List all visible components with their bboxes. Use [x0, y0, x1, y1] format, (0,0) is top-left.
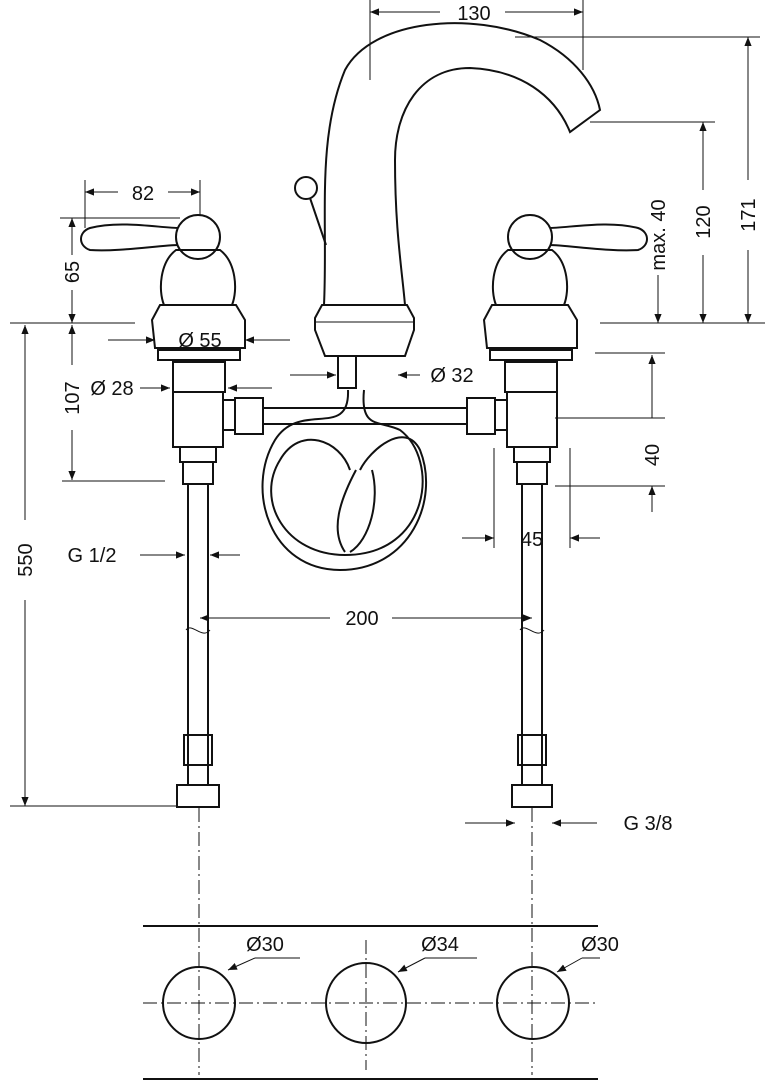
- right-valve: [466, 214, 648, 485]
- dim-107: 107: [62, 381, 84, 414]
- hole-label-centre: Ø34: [421, 934, 459, 956]
- mounting-holes: Ø30 Ø34 Ø30: [162, 934, 619, 1044]
- dim-diameter-28: Ø 28: [90, 378, 133, 400]
- dim-max-40: max. 40: [648, 199, 670, 270]
- dim-82: 82: [132, 183, 154, 205]
- dim-200: 200: [345, 608, 378, 630]
- left-valve: [80, 214, 264, 485]
- hole-label-right: Ø30: [581, 934, 619, 956]
- spout: [294, 22, 602, 389]
- dim-130: 130: [457, 3, 490, 25]
- hole-label-left: Ø30: [246, 934, 284, 956]
- dim-g-3-8: G 3/8: [624, 813, 673, 835]
- hole-right: [496, 966, 570, 1040]
- dimension-lines: [10, 0, 765, 1080]
- hole-centre: [325, 962, 407, 1044]
- dim-diameter-55: Ø 55: [178, 330, 221, 352]
- connecting-hose: [261, 389, 467, 572]
- dim-550: 550: [15, 543, 37, 576]
- dim-45: 45: [521, 529, 543, 551]
- dim-40: 40: [642, 444, 664, 466]
- dim-120: 120: [693, 205, 715, 238]
- hole-left: [162, 966, 236, 1040]
- dim-65: 65: [62, 261, 84, 283]
- dim-171: 171: [738, 198, 760, 231]
- dim-g-1-2: G 1/2: [68, 545, 117, 567]
- dim-diameter-32: Ø 32: [430, 365, 473, 387]
- supply-hoses: [176, 484, 553, 808]
